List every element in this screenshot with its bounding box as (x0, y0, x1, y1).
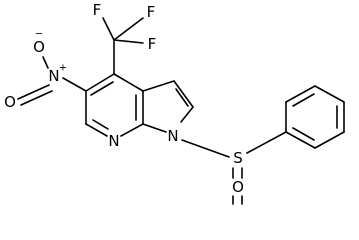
pyrrole-nitrogen: N (167, 127, 178, 145)
bond-ph-6-1 (285, 131, 316, 149)
bond-s-c-phenyl (246, 131, 287, 154)
nitro-group (17, 56, 87, 106)
bond-c4-c5 (85, 73, 115, 92)
bond-ph-2-3 (285, 85, 316, 103)
plus-charge: + (59, 63, 67, 74)
bond-c2-n1 (180, 106, 194, 123)
pyrrole-ring (142, 80, 194, 133)
bond-n-o-single (42, 56, 49, 69)
bond-c-f2 (113, 17, 144, 41)
pyridine-ring (85, 73, 144, 137)
fluorine-atom-1: F (93, 1, 102, 19)
nitro-oxygen-minus: O (33, 38, 45, 56)
sulfonyl-oxygen-bottom: O (232, 205, 244, 207)
pyridine-nitrogen: N (108, 132, 119, 150)
bond-c5-n-nitro (62, 77, 87, 92)
bond-c-f1 (102, 17, 115, 41)
bond-c4-c5-double (90, 81, 114, 96)
sulfonyl-oxygen-top: O (232, 178, 244, 196)
molecule-canvas: F F F O − N + O N N S O O (4, 1, 345, 207)
sulfur-atom: S (233, 149, 243, 167)
bond-c-f3 (113, 39, 144, 44)
bond-ph-2-3-double (292, 93, 315, 107)
phenylsulfonyl-group (181, 85, 345, 205)
fluorine-atom-2: F (147, 3, 156, 21)
bond-n-o-double-b (20, 90, 53, 106)
bond-n1-s (181, 139, 230, 158)
bond-n7-c7a (120, 123, 144, 137)
bond-c3a-c3 (142, 80, 175, 92)
bond-ph-3-4 (314, 85, 345, 103)
bond-ph-5-6 (314, 131, 345, 149)
bond-c4-c3a (113, 73, 144, 92)
bond-c6-n7-double (92, 119, 109, 130)
bond-c3-c2-double (175, 88, 189, 107)
structure-diagram: F F F O − N + O N N S O O (4, 1, 345, 207)
bond-c6-n7 (85, 123, 108, 137)
trifluoromethyl-group (102, 17, 144, 75)
bond-n1-c7a (142, 123, 167, 133)
nitro-oxygen-double: O (4, 93, 16, 111)
nitro-nitrogen: N (48, 67, 59, 85)
minus-charge: − (35, 29, 43, 40)
fluorine-atom-3: F (148, 35, 157, 53)
bond-c3-c2 (173, 80, 194, 108)
bond-ph-6-1-double (292, 127, 315, 141)
bond-n-o-double-a (17, 84, 50, 100)
